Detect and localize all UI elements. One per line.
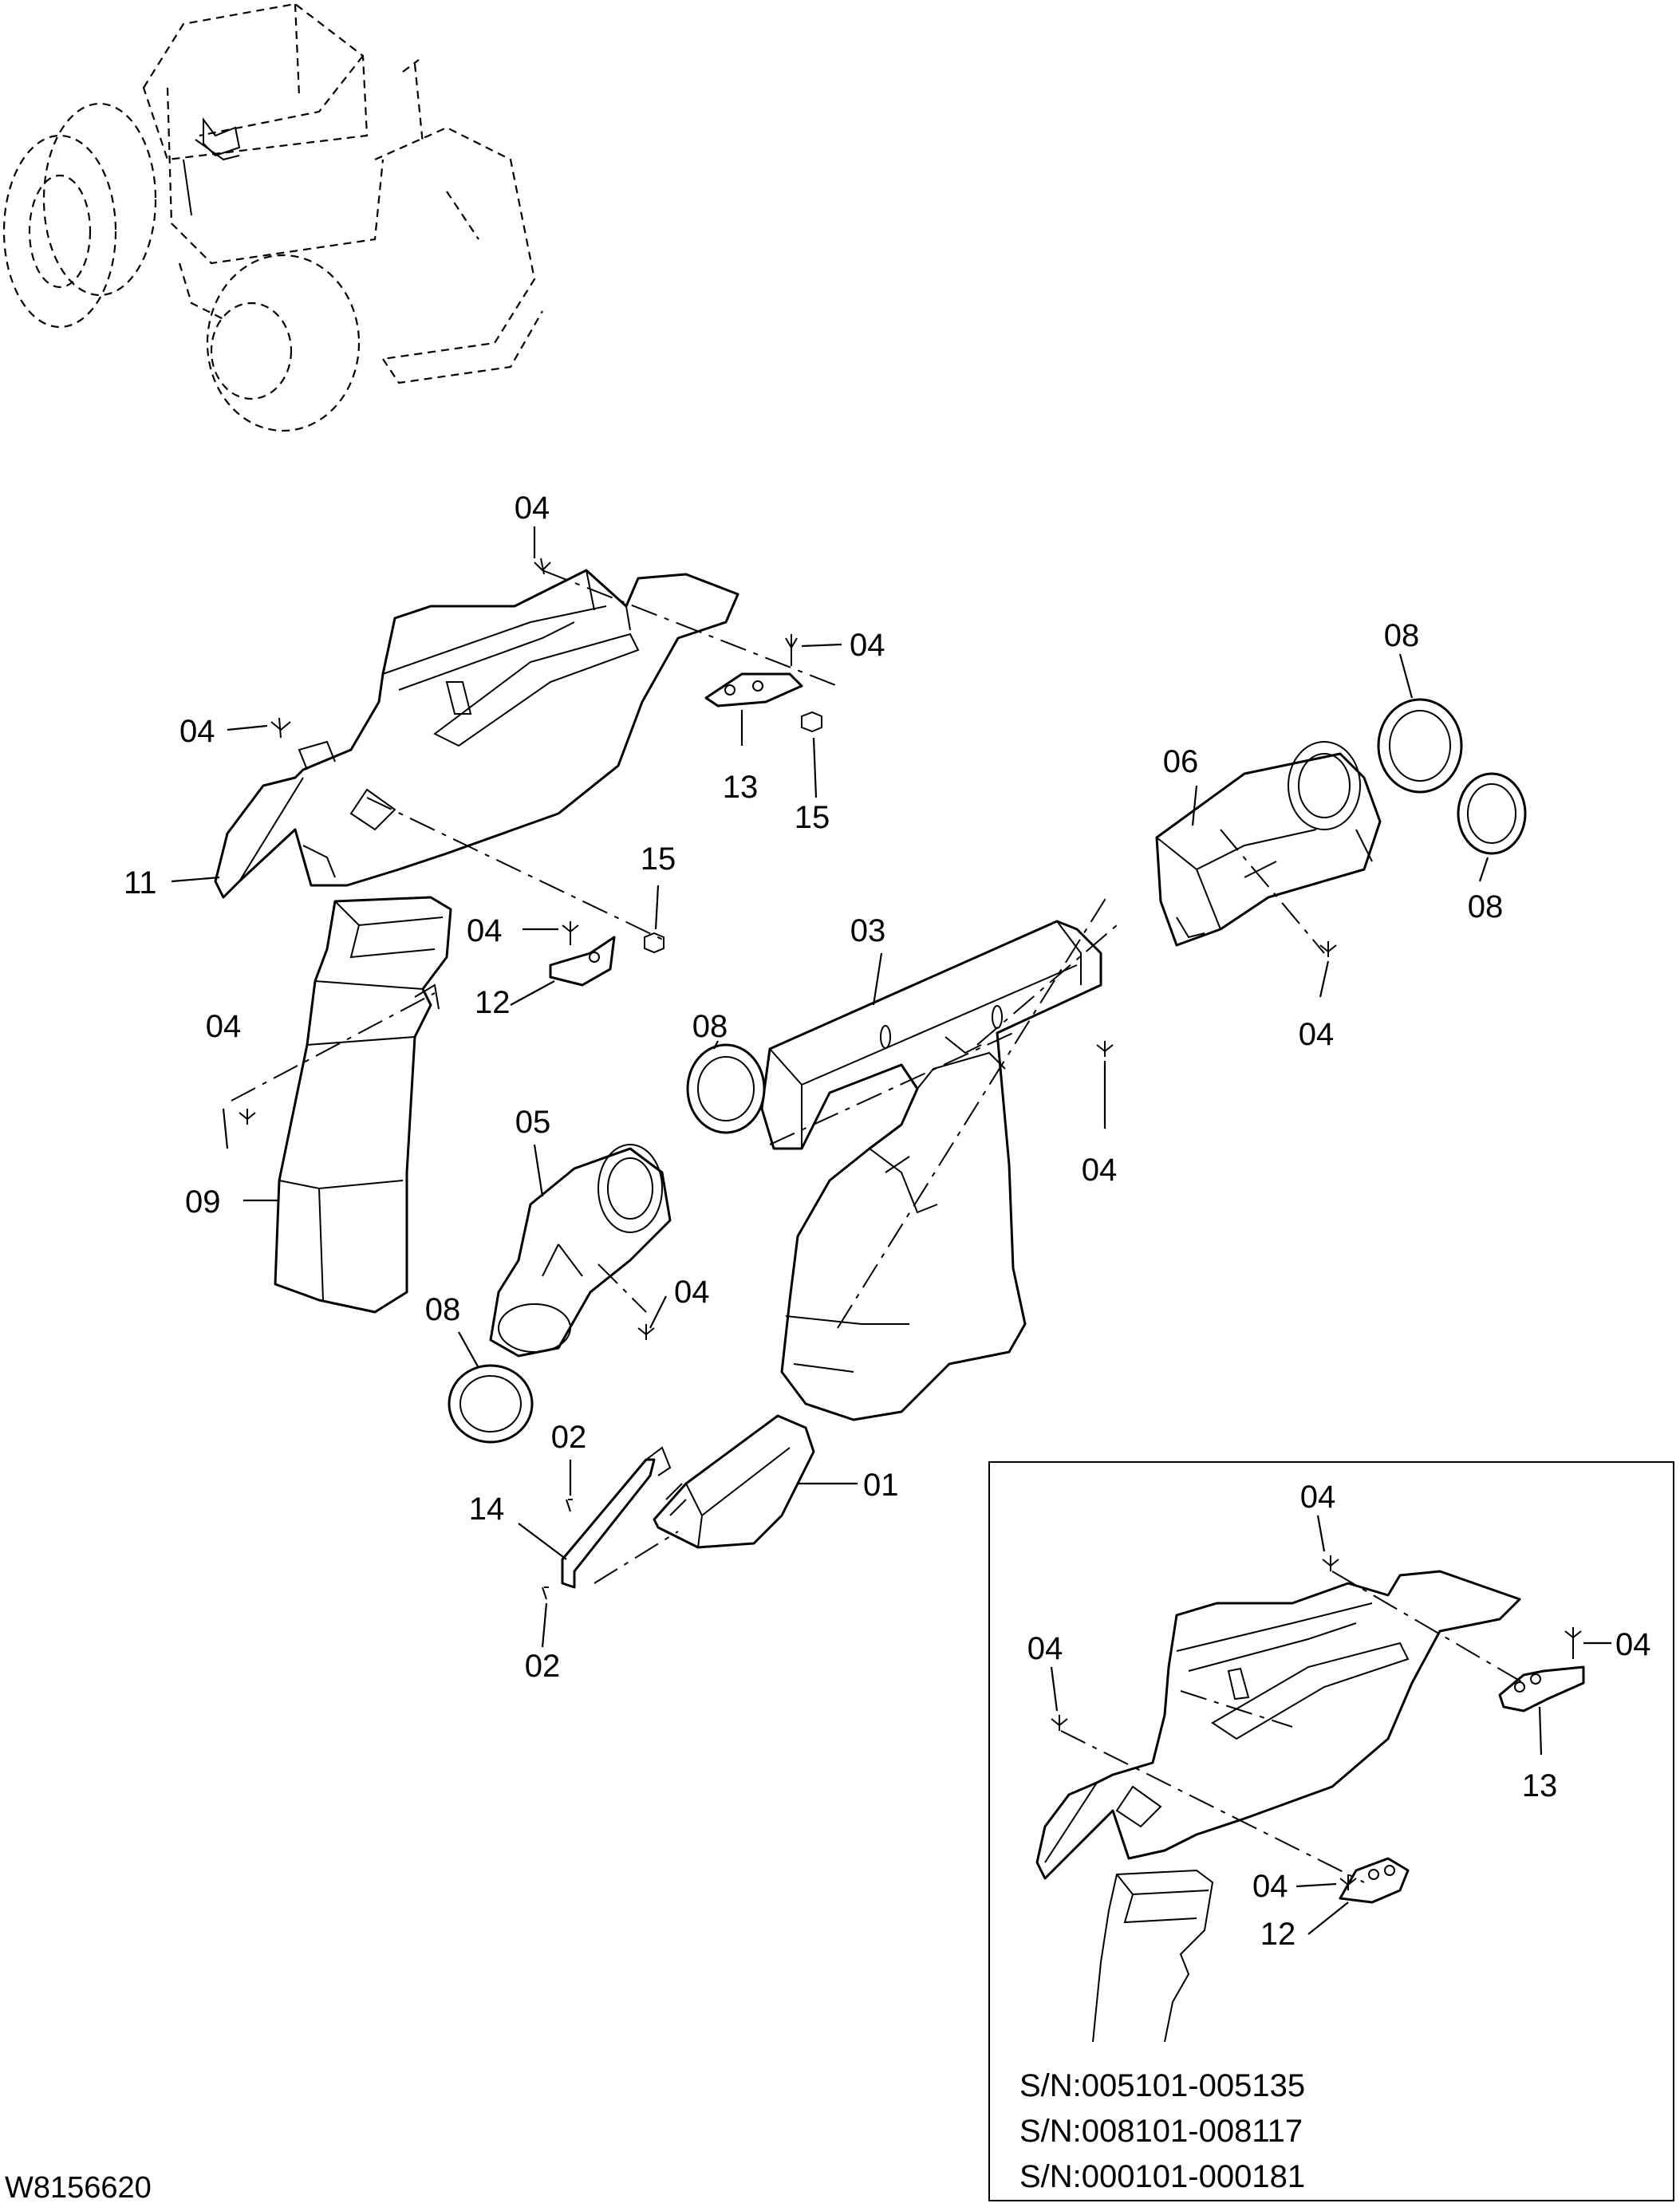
part-01-box <box>653 1414 815 1549</box>
inset-panel: 04 04 04 13 04 12 S/N:005101-005135 S/N:… <box>988 1461 1674 2201</box>
drawing-number: W8156620 <box>5 2171 152 2205</box>
callout-04: 04 <box>179 714 215 749</box>
callout-14: 14 <box>469 1492 505 1527</box>
callout-01: 01 <box>863 1468 899 1503</box>
inset-callout-labels: 04 04 04 13 04 12 <box>1027 1480 1651 1952</box>
callout-04: 04 <box>1300 1480 1336 1515</box>
callout-15: 15 <box>641 841 676 877</box>
callout-04: 04 <box>674 1275 710 1310</box>
callout-15: 15 <box>795 800 830 835</box>
callout-09: 09 <box>185 1184 221 1220</box>
inset-leader-lines <box>1050 1515 1611 1935</box>
callout-13: 13 <box>1522 1768 1558 1803</box>
callout-03: 03 <box>850 913 886 948</box>
callout-12: 12 <box>1260 1917 1296 1952</box>
fasteners <box>239 558 1337 1600</box>
part-11-upper-duct <box>214 569 739 899</box>
callout-08: 08 <box>1384 618 1420 653</box>
callout-04: 04 <box>850 628 885 663</box>
part-12-bracket <box>549 936 616 987</box>
part-06-right-vent-housing <box>1155 741 1382 947</box>
vent-grille-middle <box>686 1043 766 1134</box>
inset-frame <box>988 1461 1674 2201</box>
vent-grille-left <box>448 1364 534 1444</box>
vent-grille-lower-right <box>1457 772 1527 855</box>
callout-08: 08 <box>692 1009 728 1044</box>
inset-bracket-13 <box>1498 1665 1585 1712</box>
callout-04: 04 <box>1615 1627 1651 1662</box>
callout-02: 02 <box>551 1420 587 1455</box>
assembly-axes <box>231 570 1325 1584</box>
part-13-bracket <box>704 672 803 707</box>
serial-number-range: S/N:000101-000181 <box>1019 2159 1305 2194</box>
callout-04: 04 <box>1299 1017 1335 1052</box>
callout-04: 04 <box>206 1009 242 1044</box>
serial-number-list: S/N:005101-005135 S/N:008101-008117 S/N:… <box>1019 2068 1305 2194</box>
part-03-centre-duct <box>760 920 1102 1421</box>
callout-labels: 04 04 13 15 04 11 15 04 12 08 06 08 04 0… <box>124 491 1503 1684</box>
callout-06: 06 <box>1163 744 1199 779</box>
callout-05: 05 <box>515 1105 551 1140</box>
machine-overview-illustration <box>2 2 543 432</box>
callout-04: 04 <box>1027 1631 1063 1666</box>
callout-11: 11 <box>124 865 157 901</box>
inset-duct <box>1035 1570 1521 2043</box>
inset-bracket-12 <box>1339 1857 1410 1904</box>
callout-04: 04 <box>467 913 503 948</box>
part-08-vent-grilles <box>448 698 1527 1444</box>
callout-04: 04 <box>1082 1153 1118 1188</box>
inset-fasteners <box>1051 1555 1582 1890</box>
callout-04: 04 <box>515 491 550 526</box>
callout-02: 02 <box>525 1649 561 1684</box>
vent-grille-upper-right <box>1377 698 1463 794</box>
callout-08: 08 <box>1468 889 1504 924</box>
callout-04: 04 <box>1252 1869 1288 1904</box>
part-14-bracket <box>561 1446 672 1589</box>
part-09-vertical-duct <box>274 896 452 1314</box>
callout-13: 13 <box>723 770 759 805</box>
serial-number-range: S/N:005101-005135 <box>1019 2068 1305 2103</box>
callout-08: 08 <box>425 1292 461 1327</box>
leader-lines <box>171 526 1489 1648</box>
callout-12: 12 <box>475 985 511 1020</box>
part-05-left-vent-housing <box>489 1144 672 1358</box>
serial-number-range: S/N:008101-008117 <box>1019 2114 1303 2149</box>
